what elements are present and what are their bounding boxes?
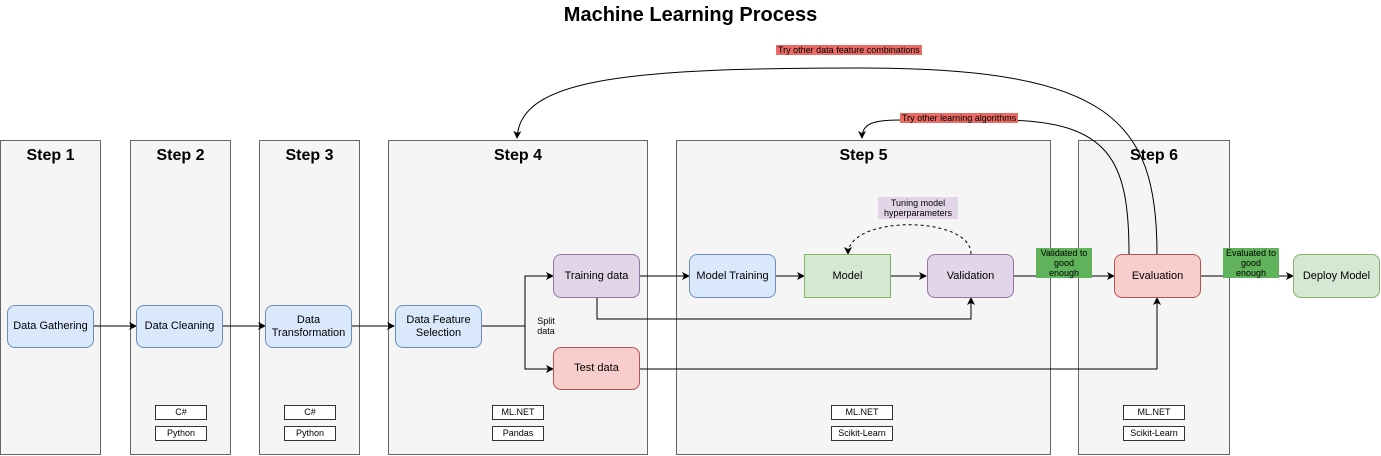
edge-feature-to-test — [524, 326, 554, 373]
step-1-lane — [0, 140, 101, 455]
edge-feature-to-training — [482, 272, 554, 327]
tuning-hyperparameters-label: Tuning model hyperparameters — [878, 197, 958, 219]
evaluation-node[interactable]: Evaluation — [1114, 254, 1201, 298]
step-3-lane — [259, 140, 360, 455]
training-data-node[interactable]: Training data — [553, 254, 640, 298]
tool-badge: Pandas — [492, 426, 544, 441]
model-node[interactable]: Model — [804, 254, 891, 298]
data-feature-selection-node[interactable]: Data Feature Selection — [395, 305, 482, 348]
step-2-title: Step 2 — [156, 147, 205, 164]
try-learning-algorithms-label: Try other learning algorithms — [900, 113, 1019, 123]
step-1-title: Step 1 — [26, 147, 75, 164]
edge-try-algorithms-loop — [858, 119, 1130, 255]
validation-node[interactable]: Validation — [927, 254, 1014, 298]
step-2-lane — [130, 140, 231, 455]
tool-badge: ML.NET — [831, 405, 893, 420]
tool-badge: C# — [284, 405, 336, 420]
step-4-title: Step 4 — [493, 147, 542, 164]
edge-test-to-evaluation — [640, 297, 1161, 370]
tool-badge: Python — [155, 426, 207, 441]
test-data-node[interactable]: Test data — [553, 347, 640, 390]
tool-badge: ML.NET — [1123, 405, 1185, 420]
tool-badge: C# — [155, 405, 207, 420]
data-transformation-node[interactable]: Data Transformation — [265, 305, 352, 348]
data-gathering-node[interactable]: Data Gathering — [7, 305, 94, 348]
data-cleaning-node[interactable]: Data Cleaning — [136, 305, 223, 348]
edge-training-to-validation — [596, 297, 975, 320]
tool-badge: ML.NET — [492, 405, 544, 420]
tool-badge: Scikit-Learn — [831, 426, 893, 441]
edge-try-features-loop — [513, 67, 1158, 255]
split-data-label: Split data — [535, 316, 557, 336]
step-5-title: Step 5 — [839, 147, 888, 164]
model-training-node[interactable]: Model Training — [689, 254, 776, 298]
deploy-model-node[interactable]: Deploy Model — [1293, 254, 1380, 298]
edge-tuning-loop — [844, 224, 972, 255]
try-feature-combinations-label: Try other data feature combinations — [776, 45, 922, 55]
step-3-title: Step 3 — [285, 147, 334, 164]
tool-badge: Python — [284, 426, 336, 441]
validated-good-enough-label: Validated to good enough — [1036, 248, 1092, 278]
evaluated-good-enough-label: Evaluated to good enough — [1223, 248, 1279, 278]
diagram-title: Machine Learning Process — [563, 4, 818, 26]
tool-badge: Scikit-Learn — [1123, 426, 1185, 441]
